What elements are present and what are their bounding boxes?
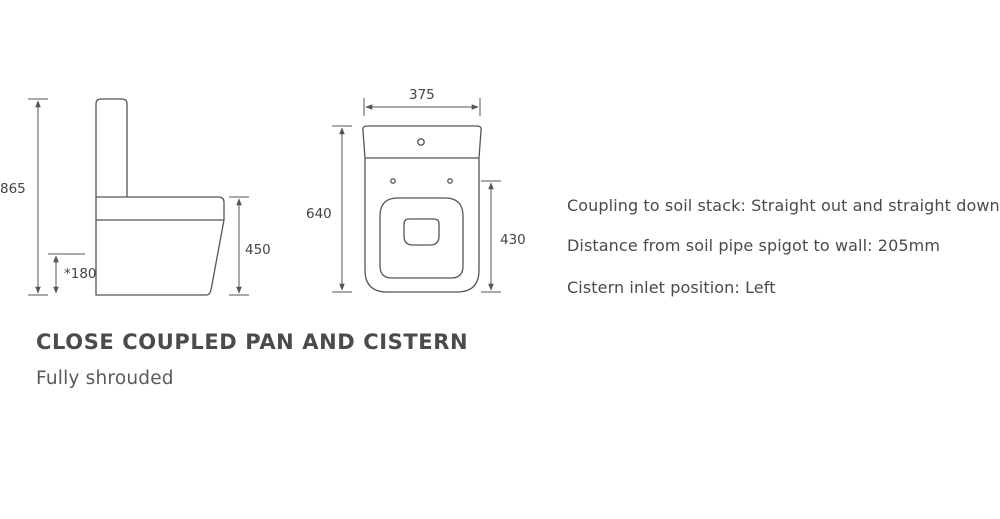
spec-coupling: Coupling to soil stack: Straight out and…: [567, 196, 1000, 215]
product-title: CLOSE COUPLED PAN AND CISTERN: [36, 330, 469, 354]
dimension-width: 375: [409, 87, 435, 103]
cistern-outline: [95, 98, 128, 197]
plan-view: [362, 125, 482, 293]
spec-spigot-distance: Distance from soil pipe spigot to wall: …: [567, 236, 941, 255]
dimension-depth: 640: [306, 206, 332, 222]
pan-outline: [95, 196, 225, 296]
side-view: [95, 98, 225, 296]
dimension-seat-height: 450: [245, 242, 271, 258]
dimension-waste-height: *180: [64, 266, 97, 282]
spec-inlet-position: Cistern inlet position: Left: [567, 278, 776, 297]
dimension-total-height: 865: [0, 181, 26, 197]
flush-button: [417, 138, 425, 146]
plan-dimensions: [332, 98, 501, 293]
side-dimensions: [28, 98, 249, 296]
seat-hinge-left: [390, 178, 396, 184]
bowl-opening: [379, 197, 464, 279]
bowl-outlet: [403, 218, 440, 246]
dimension-pan-length: 430: [500, 232, 526, 248]
product-subtitle: Fully shrouded: [36, 368, 174, 389]
plan-outline: [362, 125, 482, 293]
seat-hinge-right: [447, 178, 453, 184]
